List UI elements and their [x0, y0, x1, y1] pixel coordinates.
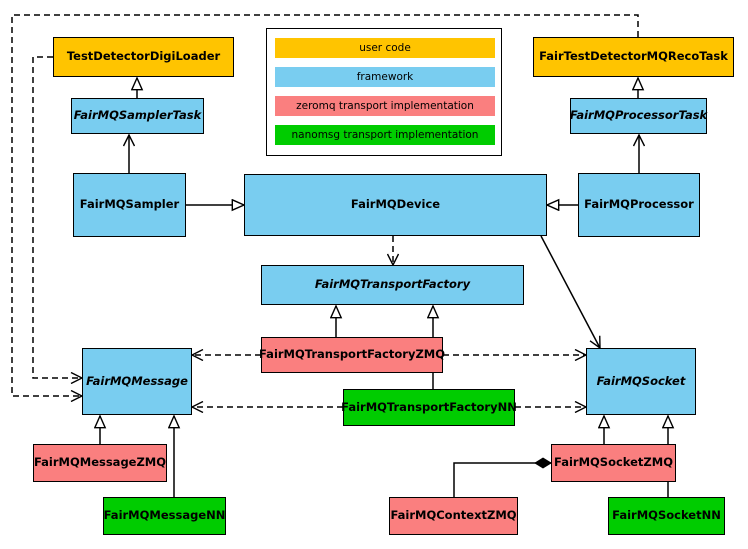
edge-device-to-socket: [540, 235, 600, 348]
class-node-label: FairMQTransportFactory: [314, 277, 471, 292]
edge-digiloader-to-message: [32, 56, 82, 378]
class-node-fairmqdevice[interactable]: FairMQDevice: [244, 174, 547, 236]
class-node-testdetectordigiloader[interactable]: TestDetectorDigiLoader: [53, 37, 234, 77]
class-node-label: FairMQMessageZMQ: [33, 455, 167, 470]
class-node-label: FairMQProcessorTask: [569, 108, 708, 123]
class-node-fairmqprocessor[interactable]: FairMQProcessor: [578, 173, 700, 237]
class-node-fairtestdetectormqrecotask[interactable]: FairTestDetectorMQRecoTask: [533, 37, 734, 77]
class-node-label: FairMQTransportFactoryNN: [341, 399, 517, 414]
class-node-fairmqtransportfactory[interactable]: FairMQTransportFactory: [261, 265, 524, 305]
class-node-fairmqsampler[interactable]: FairMQSampler: [73, 173, 186, 237]
class-node-label: FairMQDevice: [350, 197, 441, 212]
legend-label-framework: framework: [356, 71, 414, 83]
legend-label-user-code: user code: [359, 42, 411, 54]
class-node-fairmqsocket[interactable]: FairMQSocket: [586, 348, 696, 415]
class-node-label: FairMQSocketZMQ: [554, 455, 673, 470]
class-node-label: FairMQSamplerTask: [73, 108, 202, 123]
class-node-label: FairMQSampler: [79, 197, 180, 212]
class-node-fairmqsocketnn[interactable]: FairMQSocketNN: [608, 497, 725, 535]
class-node-label: FairMQMessageNN: [103, 508, 226, 523]
class-node-fairmqmessage[interactable]: FairMQMessage: [82, 348, 192, 415]
class-node-label: FairMQProcessor: [584, 197, 694, 212]
class-node-label: FairMQMessage: [86, 373, 188, 388]
class-node-fairmqprocessortask[interactable]: FairMQProcessorTask: [570, 98, 707, 134]
legend-item-user-code: user code: [275, 38, 495, 58]
legend-item-zeromq: zeromq transport implementation: [275, 96, 495, 116]
class-node-label: FairMQContextZMQ: [390, 508, 517, 523]
class-node-fairmqmessagenn[interactable]: FairMQMessageNN: [103, 497, 226, 535]
class-node-fairmqsamplertask[interactable]: FairMQSamplerTask: [71, 98, 204, 134]
class-node-label: FairMQSocket: [596, 373, 686, 388]
class-node-fairmqmessagezmq[interactable]: FairMQMessageZMQ: [33, 444, 167, 482]
legend-item-framework: framework: [275, 67, 495, 87]
class-node-fairmqcontextzmq[interactable]: FairMQContextZMQ: [389, 497, 518, 535]
class-node-label: TestDetectorDigiLoader: [66, 49, 221, 64]
class-node-label: FairMQTransportFactoryZMQ: [259, 347, 446, 362]
class-node-label: FairTestDetectorMQRecoTask: [539, 49, 728, 64]
class-node-fairmqsocketzmq[interactable]: FairMQSocketZMQ: [551, 444, 676, 482]
class-node-label: FairMQSocketNN: [612, 508, 721, 523]
class-node-fairmqtransportfactoryzmq[interactable]: FairMQTransportFactoryZMQ: [259, 337, 446, 373]
legend-label-nanomsg: nanomsg transport implementation: [291, 129, 479, 141]
class-node-fairmqtransportfactorynn[interactable]: FairMQTransportFactoryNN: [341, 389, 517, 426]
legend-item-nanomsg: nanomsg transport implementation: [275, 125, 495, 145]
legend-label-zeromq: zeromq transport implementation: [296, 100, 474, 112]
edge-recotask-to-message: [11, 14, 639, 396]
legend-panel: user code framework zeromq transport imp…: [266, 28, 502, 156]
edge-socketzmq-composes-contextzmq: [453, 457, 552, 497]
